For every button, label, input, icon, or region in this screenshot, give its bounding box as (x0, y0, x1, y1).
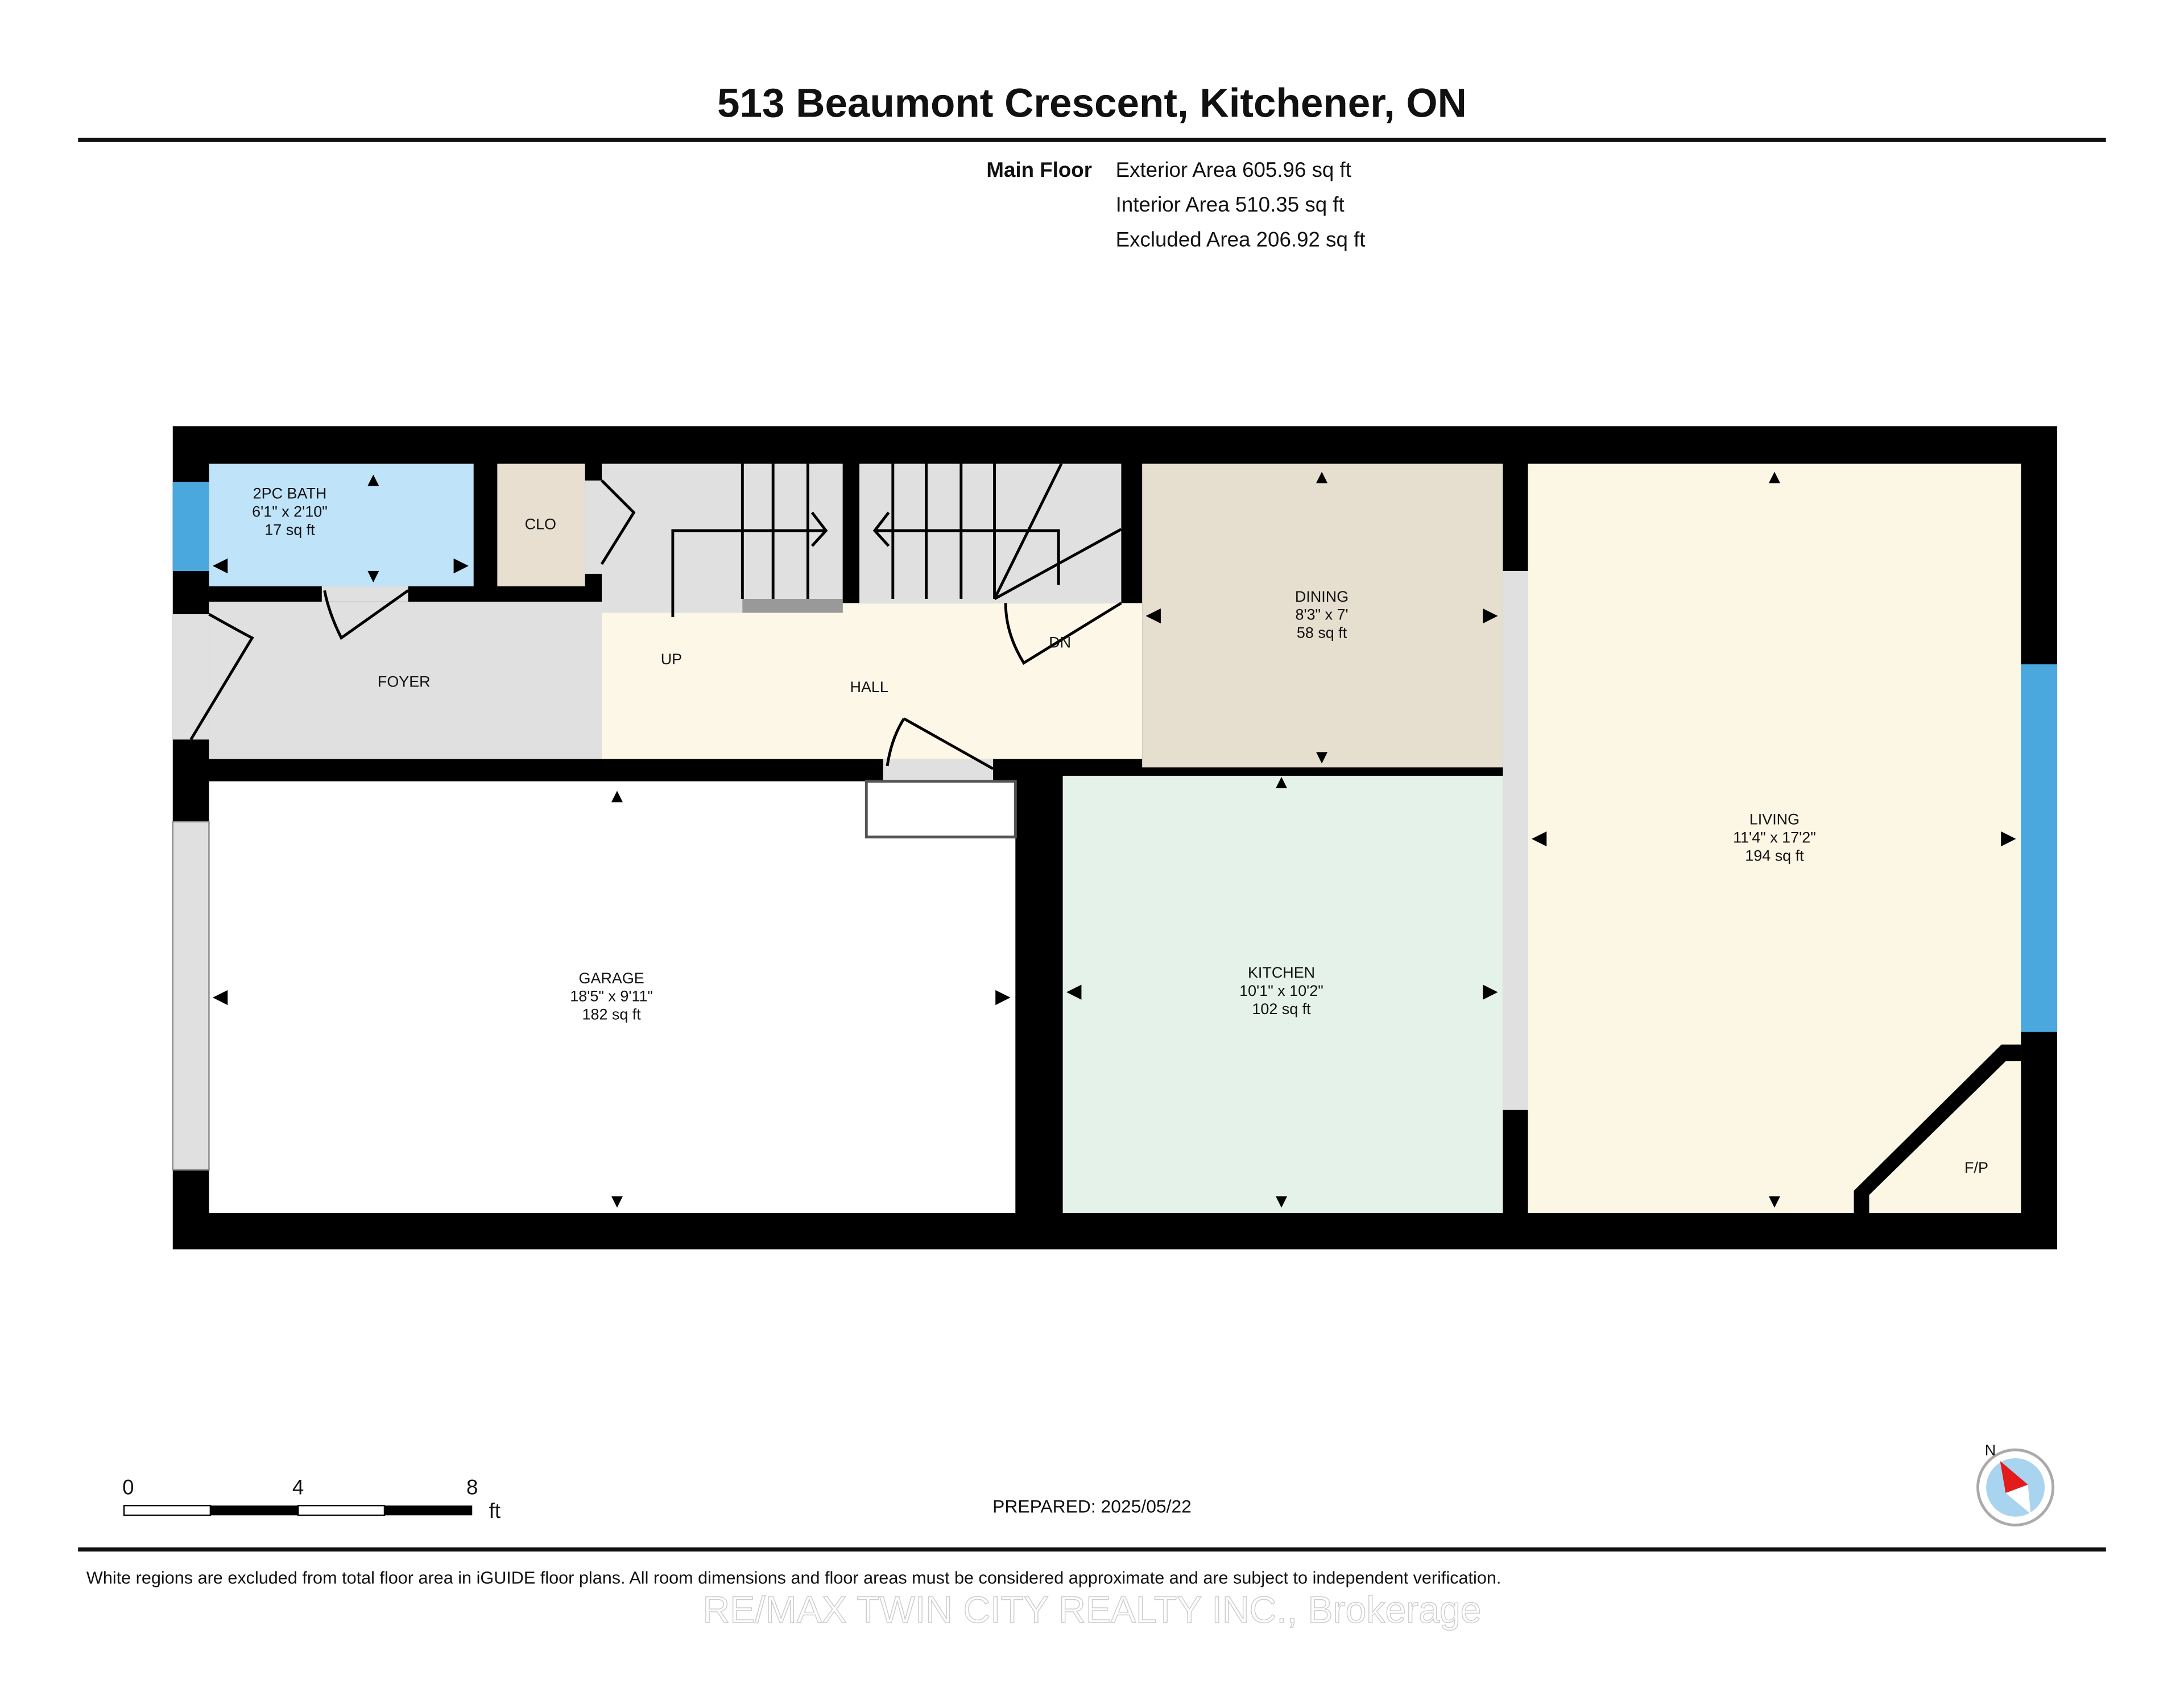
exterior-area: Exterior Area 605.96 sq ft (1116, 158, 1351, 181)
door-swings (189, 479, 1122, 770)
svg-text:▶: ▶ (2001, 827, 2016, 849)
fireplace (1854, 1044, 2021, 1213)
kitchen-living-opening (1503, 571, 1528, 1110)
closet-name: CLO (525, 516, 556, 533)
dining-name: DINING (1295, 588, 1349, 605)
kitchen-dims: 10'1" x 10'2" (1239, 982, 1323, 999)
excluded-area: Excluded Area 206.92 sq ft (1116, 227, 1366, 251)
fireplace-label: F/P (1964, 1159, 1988, 1176)
bath-area: 17 sq ft (264, 521, 315, 538)
floor-name: Main Floor (986, 158, 1092, 181)
disclaimer: White regions are excluded from total fl… (86, 1568, 1501, 1587)
stairs-down-label: DN (1049, 634, 1071, 651)
svg-text:◀: ◀ (1146, 604, 1161, 626)
closet-door-opening (585, 480, 602, 574)
scale-tick-8: 8 (466, 1476, 478, 1499)
bath-window (172, 482, 209, 572)
stairs-up (602, 464, 843, 613)
room-kitchen (1062, 776, 1503, 1213)
room-closet (497, 464, 585, 586)
garage-door-opening (883, 759, 994, 781)
stair-landing (742, 599, 843, 613)
kitchen-area: 102 sq ft (1252, 1000, 1311, 1017)
svg-text:▼: ▼ (1272, 1190, 1291, 1212)
scale-bar: 0 4 8 ft (122, 1476, 500, 1523)
svg-text:▲: ▲ (1272, 771, 1291, 793)
garage-door (172, 821, 210, 1171)
svg-text:▲: ▲ (1765, 466, 1784, 488)
scale-tick-4: 4 (292, 1476, 304, 1499)
living-window (2021, 664, 2058, 1032)
svg-text:▼: ▼ (1312, 746, 1331, 768)
svg-text:▶: ▶ (995, 986, 1011, 1007)
compass-label: N (1985, 1442, 1996, 1459)
watermark: RE/MAX TWIN CITY REALTY INC., Brokerage (702, 1589, 1481, 1631)
scale-tick-0: 0 (122, 1476, 134, 1499)
page-title: 513 Beaumont Crescent, Kitchener, ON (717, 81, 1467, 126)
prepared-date: PREPARED: 2025/05/22 (992, 1496, 1192, 1516)
svg-text:◀: ◀ (1066, 980, 1082, 1002)
stairs-down (859, 464, 1122, 603)
svg-text:▼: ▼ (1765, 1190, 1784, 1212)
bath-name: 2PC BATH (253, 485, 327, 502)
garage-step (864, 780, 1017, 839)
footer-divider (78, 1547, 2106, 1552)
room-foyer (209, 601, 602, 759)
compass-icon: N (1976, 1442, 2055, 1526)
svg-text:▼: ▼ (363, 565, 383, 587)
living-area: 194 sq ft (1745, 847, 1804, 864)
svg-text:◀: ◀ (213, 986, 228, 1007)
svg-text:▶: ▶ (1483, 604, 1498, 626)
dining-dims: 8'3" x 7' (1295, 606, 1348, 623)
svg-text:▼: ▼ (607, 1190, 627, 1212)
bath-dims: 6'1" x 2'10" (252, 503, 328, 520)
garage-dims: 18'5" x 9'11" (570, 988, 653, 1005)
living-name: LIVING (1749, 811, 1800, 828)
svg-text:▲: ▲ (607, 785, 627, 807)
stairs-up-label: UP (661, 651, 682, 668)
garage-area: 182 sq ft (582, 1006, 642, 1023)
svg-text:▶: ▶ (453, 554, 469, 576)
svg-text:▲: ▲ (1312, 466, 1331, 488)
stair-treads (671, 463, 1122, 617)
living-dims: 11'4" x 17'2" (1733, 829, 1816, 846)
dimension-arrows: ▲ ▼ ◀ ▶ ▲ ▼ ◀ ▶ ▲ ▼ ◀ ▶ ▲ ▼ ◀ ▶ ▲ ▼ ◀ ▶ (213, 466, 2016, 1212)
interior-area: Interior Area 510.35 sq ft (1116, 193, 1345, 216)
kitchen-name: KITCHEN (1248, 964, 1315, 981)
svg-text:◀: ◀ (213, 554, 228, 576)
svg-text:▲: ▲ (363, 469, 383, 491)
garage-name: GARAGE (579, 970, 644, 987)
svg-text:▶: ▶ (1483, 980, 1498, 1002)
hall-name: HALL (850, 678, 888, 696)
room-garage (209, 781, 1016, 1213)
room-living (1528, 464, 2021, 1213)
room-bath (209, 464, 474, 586)
foyer-name: FOYER (378, 673, 431, 690)
svg-text:◀: ◀ (1532, 827, 1547, 849)
dining-area: 58 sq ft (1297, 624, 1347, 642)
room-hall (602, 613, 1143, 759)
header-divider (78, 138, 2106, 142)
scale-unit: ft (489, 1499, 500, 1522)
hall-extension (842, 603, 1143, 620)
room-dining (1142, 464, 1503, 768)
